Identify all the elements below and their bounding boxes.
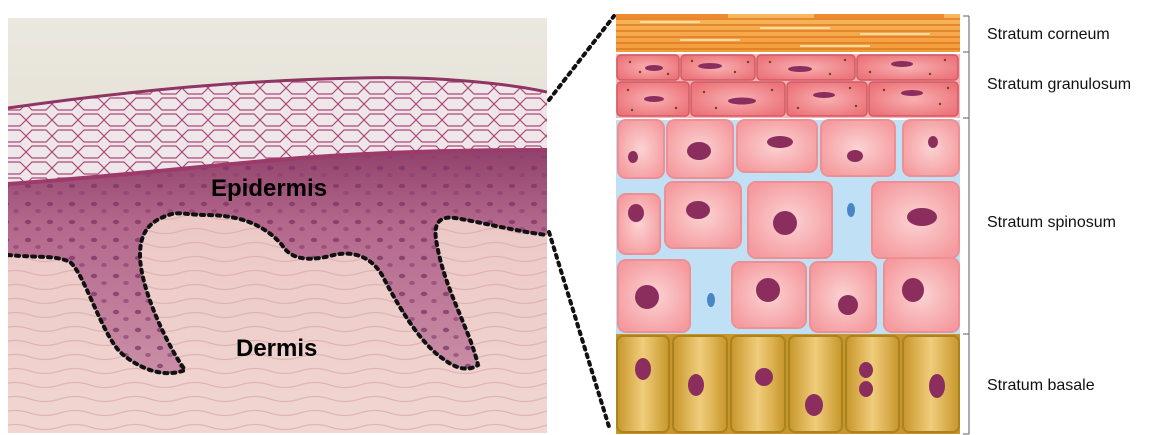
label-stratum-spinosum: Stratum spinosum [987,214,1116,231]
label-stratum-basale: Stratum basale [987,377,1095,394]
spinosum-layer [616,120,960,334]
zoom-connector-top [549,16,614,100]
zoom-connector-bottom [549,232,610,430]
granulosum-layer [616,54,960,118]
dermis-label: Dermis [236,335,317,362]
epidermis-schematic [616,14,969,434]
epidermis-label: Epidermis [211,175,327,202]
basale-layer [616,334,960,434]
label-stratum-corneum: Stratum corneum [987,26,1110,43]
histology-micrograph [8,18,547,433]
corneum-layer [616,14,960,52]
label-stratum-granulosum: Stratum granulosum [987,76,1131,93]
